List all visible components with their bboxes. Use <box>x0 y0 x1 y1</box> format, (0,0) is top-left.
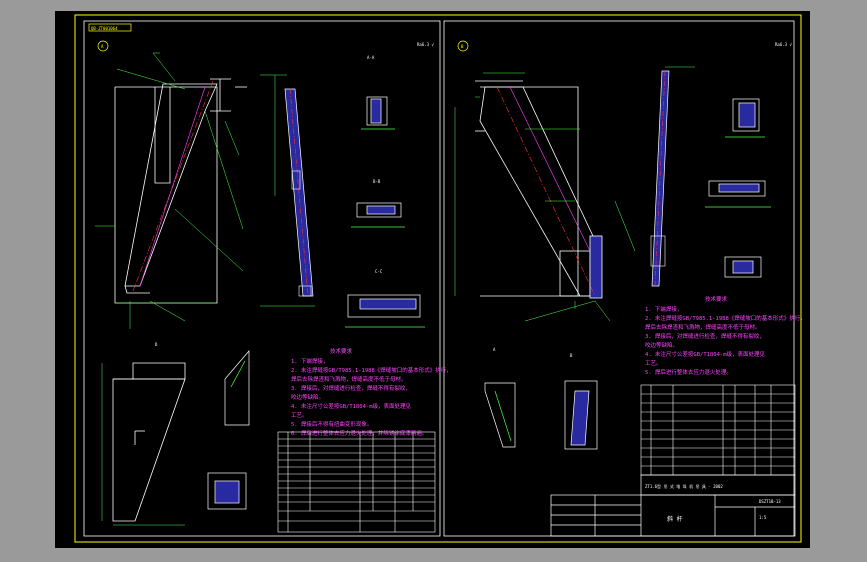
sheet-mark-left-label: A <box>101 44 104 49</box>
right-view-label-b: B <box>570 353 573 358</box>
title-line: ZT1.6型 吊 式 堆 垛 机 吊 具 - 2002 <box>645 483 723 489</box>
left-note-0: 技术要求 <box>330 347 353 355</box>
right-note-3: 焊后去除焊渣和飞溅物，焊缝高度不低于母材。 <box>645 323 761 331</box>
right-main-view <box>475 80 603 299</box>
cad-drawing[interactable]: QB-ZT001064 A B Ra6.3 √ Ra6.3 √ <box>55 11 810 548</box>
right-note-0: 技术要求 <box>705 295 728 303</box>
left-main-centerline <box>132 80 214 292</box>
left-main-leaders <box>95 52 244 329</box>
sheet-mark-right-label: B <box>461 44 464 49</box>
right-note-8: 5. 焊后进行整体去应力退火处理。 <box>645 368 732 376</box>
left-note-8: 5. 焊接后不得有扭曲变形现象。 <box>291 420 372 428</box>
view-label-cc: C-C <box>375 269 383 274</box>
left-main-inner-line <box>139 86 206 287</box>
right-section-aa <box>725 98 765 138</box>
right-main-centerline <box>496 86 596 297</box>
roughness-symbol-left: Ra6.3 √ <box>417 42 434 47</box>
right-note-4: 3. 焊接后，对焊缝进行检查，焊缝不得有裂纹， <box>645 332 765 340</box>
right-notes: 技术要求 1. 下端焊接， 2. 未注焊缝按GB/T985.1-1988《焊缝坡… <box>645 295 806 376</box>
right-note-6: 4. 未注尺寸公差按GB/T1804-m级，表面处理见 <box>645 350 766 358</box>
right-note-1: 1. 下端焊接， <box>645 305 682 313</box>
view-label-d: D <box>155 342 158 347</box>
left-side-view <box>260 74 315 307</box>
sheet-frame-right <box>443 20 795 537</box>
left-note-5: 咬边等缺陷。 <box>291 393 324 401</box>
left-note-7: 工艺。 <box>291 412 308 419</box>
left-section-aa <box>361 96 395 130</box>
left-note-9: 6. 焊后进行整体去应力退火处理，并除锈涂底漆两遍。 <box>291 429 427 437</box>
scale-label: 1:5 <box>759 515 767 520</box>
drawing-number: DSZT1B-13 <box>759 499 781 504</box>
drawing-stamp-text: QB-ZT001064 <box>91 26 118 31</box>
right-section-bb <box>705 180 771 208</box>
left-section-bb <box>351 202 405 228</box>
left-lower-plate <box>112 362 186 522</box>
roughness-symbol-right: Ra6.3 √ <box>775 42 792 47</box>
sheet-mark-right <box>457 40 469 52</box>
right-parts-table <box>640 384 796 476</box>
view-label-aa: A-A <box>367 55 375 60</box>
sheet-border <box>74 14 802 543</box>
left-note-4: 3. 焊接后，对焊缝进行检查，焊缝不得有裂纹， <box>291 384 411 392</box>
left-lower-dims <box>101 363 185 526</box>
left-note-1: 1. 下端焊接， <box>291 357 328 365</box>
view-label-bb: B-B <box>373 179 381 184</box>
right-view-label-a: A <box>493 347 496 352</box>
left-note-6: 4. 未注尺寸公差按GB/T1804-m级，表面处理见 <box>291 402 412 410</box>
left-note-2: 2. 未注焊缝按GB/T985.1-1988《焊缝坡口的基本形式》执行， <box>291 366 452 374</box>
left-main-view <box>114 78 247 304</box>
right-note-2: 2. 未注焊缝按GB/T985.1-1988《焊缝坡口的基本形式》执行， <box>645 314 806 322</box>
right-side-view <box>650 66 695 287</box>
cad-viewport[interactable]: QB-ZT001064 A B Ra6.3 √ Ra6.3 √ <box>55 11 810 548</box>
left-detail-views <box>207 350 250 510</box>
right-note-7: 工艺。 <box>645 360 662 367</box>
left-note-3: 焊后去除焊渣和飞溅物，焊缝高度不低于母材。 <box>291 375 407 383</box>
right-note-5: 咬边等缺陷。 <box>645 341 678 349</box>
left-section-cc <box>345 294 425 328</box>
right-main-leaders <box>454 72 636 322</box>
sheet-mark-left <box>97 40 109 52</box>
part-name: 斜 杆 <box>667 515 683 523</box>
drawing-stamp-box <box>88 23 132 32</box>
left-parts-table <box>277 431 436 533</box>
right-section-cc <box>724 256 762 278</box>
left-notes: 技术要求 1. 下端焊接， 2. 未注焊缝按GB/T985.1-1988《焊缝坡… <box>291 347 452 437</box>
sheet-frame-left <box>83 20 441 537</box>
title-block <box>550 474 796 537</box>
right-main-inner-line <box>509 86 591 252</box>
right-lower-details <box>484 380 598 450</box>
